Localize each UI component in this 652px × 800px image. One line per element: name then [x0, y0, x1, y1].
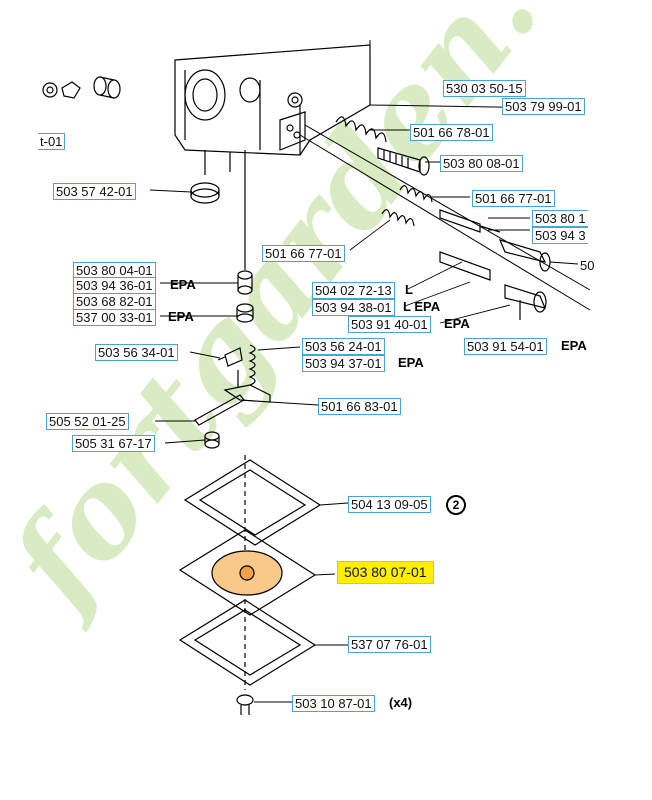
- part-label[interactable]: 503 94 36-01: [73, 277, 156, 294]
- lever-spring-part: [248, 344, 256, 386]
- part-label[interactable]: 503 80 04-01: [73, 262, 156, 279]
- spring-part: [381, 209, 415, 227]
- part-label[interactable]: 503 80 1: [532, 210, 588, 227]
- part-label[interactable]: 501 66 78-01: [410, 124, 493, 141]
- part-label[interactable]: 503 10 87-01: [292, 695, 375, 712]
- highlighted-part-label[interactable]: 503 80 07-01: [337, 561, 434, 584]
- l-suffix: L: [405, 282, 413, 297]
- part-label[interactable]: 503 91 54-01: [464, 338, 547, 355]
- part-label[interactable]: 530 03 50-15: [443, 80, 526, 97]
- part-label[interactable]: 537 07 76-01: [348, 636, 431, 653]
- inlet-needle-part: [217, 347, 243, 367]
- part-label[interactable]: t-01: [38, 133, 66, 150]
- epa-suffix: EPA: [170, 277, 196, 292]
- epa-suffix: EPA: [561, 338, 587, 353]
- part-label[interactable]: 501 66 83-01: [318, 398, 401, 415]
- needle-part: [439, 251, 547, 320]
- cover-screw-part: [236, 694, 254, 715]
- l-epa-suffix: L EPA: [403, 299, 441, 314]
- lever-pin-part: [194, 394, 245, 426]
- spring-part: [335, 116, 387, 143]
- quantity-circle: 2: [446, 495, 466, 515]
- leader-lines: [42, 129, 579, 703]
- epa-suffix: EPA: [444, 316, 470, 331]
- part-label[interactable]: 503 79 99-01: [502, 98, 585, 115]
- part-label[interactable]: 537 00 33-01: [73, 309, 156, 326]
- part-label[interactable]: 503 80 08-01: [440, 155, 523, 172]
- part-label[interactable]: 505 31 67-17: [72, 435, 155, 452]
- part-label[interactable]: 503 94 38-01: [312, 299, 395, 316]
- part-label[interactable]: 501 66 77-01: [262, 245, 345, 262]
- part-label[interactable]: 503 56 24-01: [302, 338, 385, 355]
- part-label[interactable]: 503 94 3: [532, 227, 588, 244]
- nut-part: [42, 81, 81, 99]
- carburetor-body: [174, 44, 371, 270]
- screw-small-part: [204, 431, 220, 449]
- quantity-suffix: (x4): [389, 695, 413, 710]
- gasket-part: [183, 459, 322, 546]
- epa-suffix: EPA: [398, 355, 424, 370]
- bushing-part: [93, 76, 121, 99]
- plug-part: [190, 182, 220, 204]
- spring-part: [399, 185, 433, 203]
- part-label[interactable]: 504 02 72-13: [312, 282, 395, 299]
- part-label[interactable]: 503 68 82-01: [73, 293, 156, 310]
- pump-stack: [236, 270, 254, 323]
- part-label[interactable]: 504 13 09-05: [348, 496, 431, 513]
- part-label[interactable]: 50: [578, 258, 597, 273]
- part-label[interactable]: 501 66 77-01: [472, 190, 555, 207]
- part-label[interactable]: 503 91 40-01: [348, 316, 431, 333]
- screw-part: [377, 147, 430, 176]
- part-label[interactable]: 503 56 34-01: [95, 344, 178, 361]
- part-label[interactable]: 505 52 01-25: [46, 413, 129, 430]
- metering-lever-part: [223, 370, 271, 403]
- part-label[interactable]: 503 57 42-01: [53, 183, 136, 200]
- part-label[interactable]: 503 94 37-01: [302, 355, 385, 372]
- epa-suffix: EPA: [168, 309, 194, 324]
